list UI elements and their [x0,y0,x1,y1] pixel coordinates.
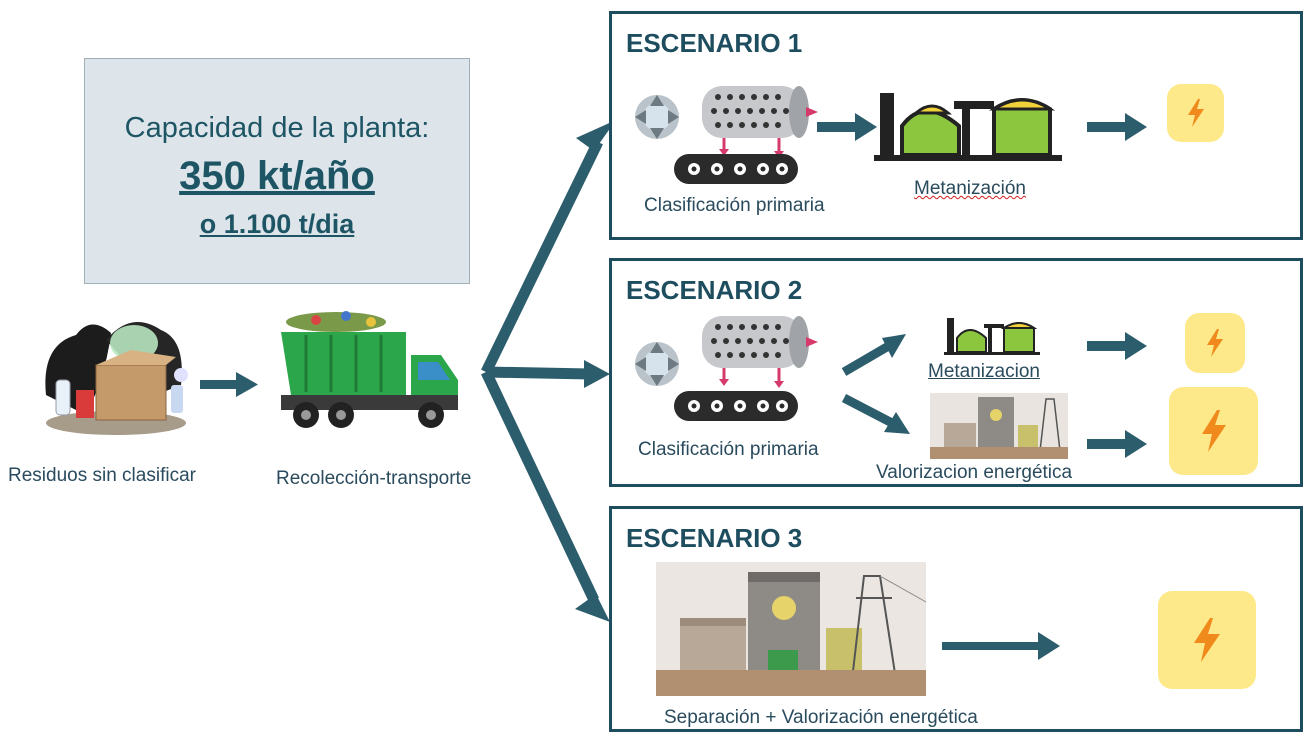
drum-screen-icon [702,86,818,158]
shredder-icon [635,95,679,139]
scenario-2-process-label: Metanizacion [928,361,1040,382]
drum-screen-icon [702,316,818,388]
energy-bolt-icon [1201,410,1226,452]
arrow-s1-process-to-energy [1087,113,1147,141]
waste-label: Residuos sin clasificar [8,465,196,486]
conveyor-icon [674,154,798,184]
energy-bolt-icon [1207,329,1223,357]
truck-label: Recolección-transporte [276,468,472,489]
waste-to-energy-plant-icon [656,562,927,696]
scenario-2-classification-label: Clasificación primaria [638,439,819,460]
scenario-3-energy-tile [1158,591,1256,689]
scenario-2-title: ESCENARIO 2 [626,275,803,305]
scenario-1-process-label: Metanización [914,178,1026,199]
energy-bolt-icon [1187,99,1204,127]
scenario-3-box: ESCENARIO 3 Separación + Valorización en… [609,506,1303,732]
arrow-waste-to-truck [200,372,258,397]
arrow-s2-metanizacion-to-energy [1087,332,1147,360]
scenario-2-box: ESCENARIO 2 Clasificación primaria [609,258,1303,487]
arrow-s3-process-to-energy [942,632,1060,660]
energy-bolt-icon [1194,618,1220,662]
capacity-box: Capacidad de la planta: 350 kt/año o 1.1… [84,58,470,284]
scenario-1-box: ESCENARIO 1 Clasificación primaria [609,11,1303,240]
scenario-3-process-label: Separación + Valorización energética [664,707,978,728]
split-arrows [841,334,910,434]
garbage-truck-icon [281,311,458,428]
capacity-main-value: 350 kt/año [179,154,375,198]
biogas-plant-icon [944,318,1040,355]
waste-to-energy-plant-icon [930,393,1068,459]
scenario-1-title: ESCENARIO 1 [626,28,803,58]
scenario-2-energy-tile-small [1185,313,1245,373]
capacity-daily-value: o 1.100 t/dia [199,209,355,239]
biogas-plant-icon [874,93,1062,161]
arrow-s1-classification-to-process [817,113,877,141]
shredder-icon [635,342,679,386]
scenario-1-energy-tile [1167,84,1224,142]
scenario-1-classification-label: Clasificación primaria [644,195,825,216]
capacity-title: Capacidad de la planta: [124,112,430,144]
scenario-2-process2-label: Valorizacion energética [876,462,1073,483]
scenario-3-title: ESCENARIO 3 [626,523,803,553]
waste-pile-icon [45,322,188,435]
scenario-2-energy-tile-large [1169,387,1258,475]
arrow-s2-valorizacion-to-energy [1087,430,1147,458]
conveyor-icon [674,391,798,421]
